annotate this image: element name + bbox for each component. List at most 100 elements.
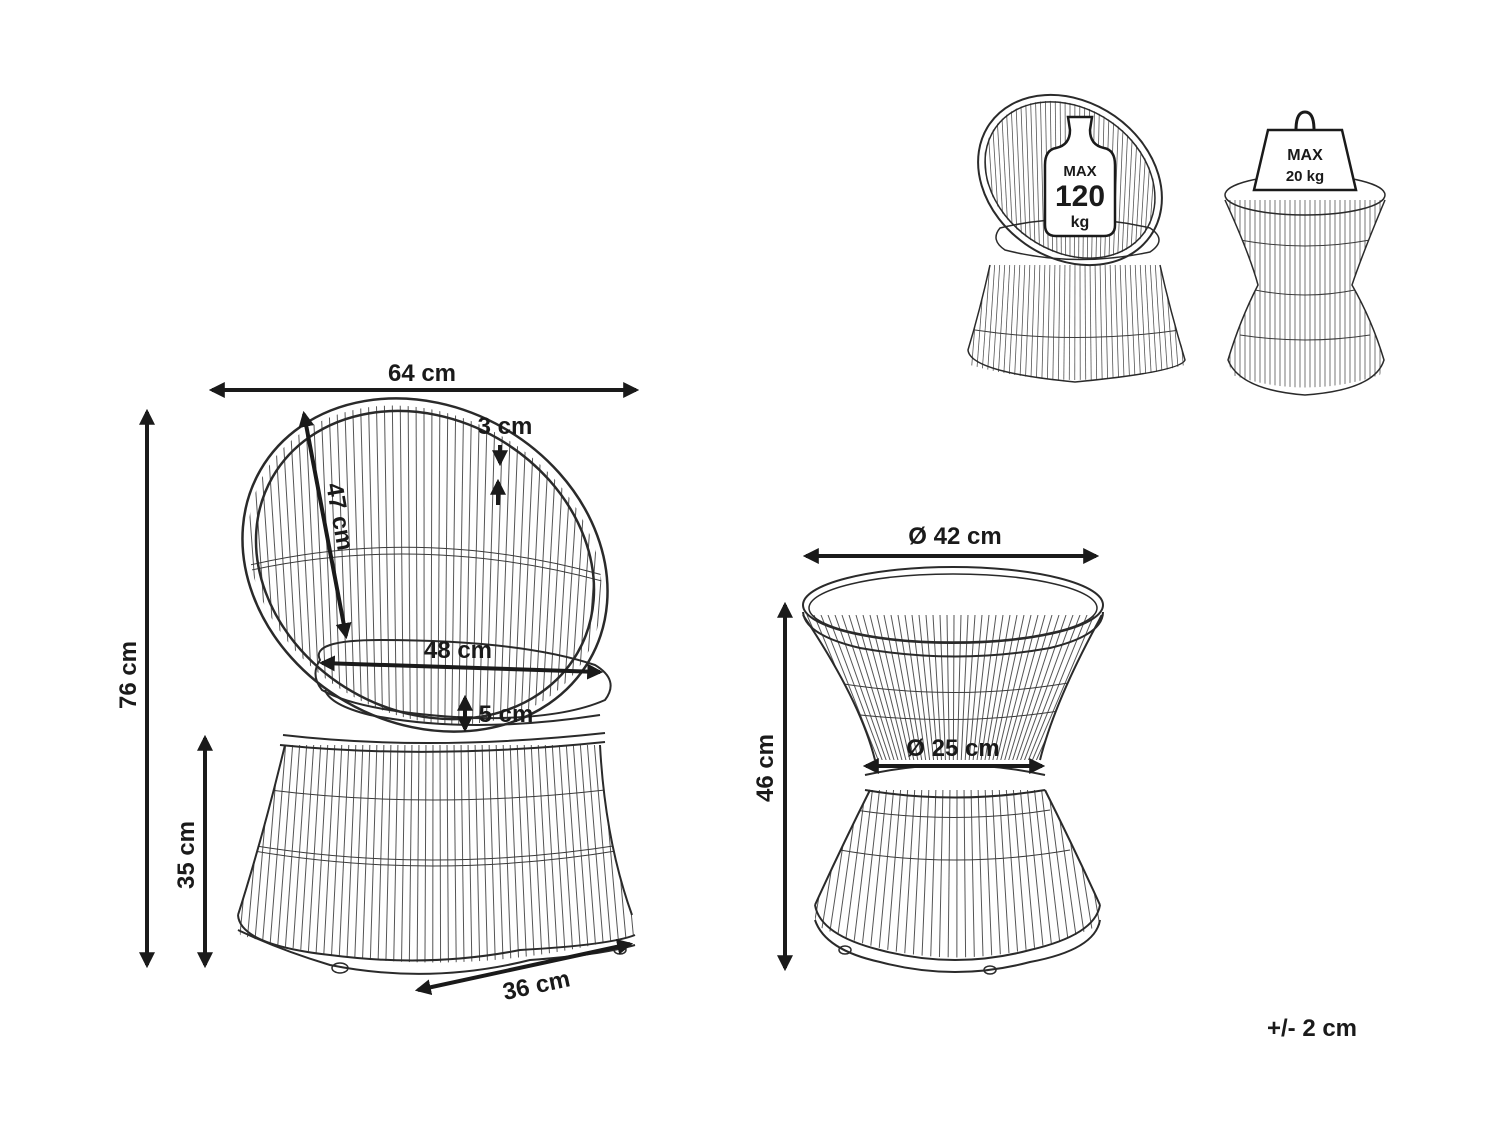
wicker-strand (959, 79, 977, 281)
wicker-strand (306, 745, 322, 963)
wicker-strand (593, 745, 614, 963)
wicker-strand (1068, 265, 1071, 380)
wicker-strand (271, 379, 296, 761)
wicker-strand (911, 615, 931, 760)
dimension-lines (139, 382, 1100, 996)
wicker-strand (1190, 260, 1201, 385)
wicker-strand (947, 790, 951, 958)
wicker-strand (964, 615, 976, 760)
wicker-strand (1040, 790, 1063, 958)
wicker-strand (970, 790, 975, 958)
wicker-strand (960, 615, 969, 760)
wicker-strand (952, 615, 955, 760)
wicker-strand (964, 79, 982, 281)
wicker-strand (484, 379, 497, 761)
wicker-strand (291, 745, 308, 963)
wicker-strand (393, 745, 399, 963)
wicker-strand (566, 379, 593, 761)
seat-width-arrow (318, 655, 604, 680)
wicker-strand (921, 790, 930, 958)
wicker-strand (968, 265, 976, 380)
wicker-strand (1124, 79, 1136, 281)
wicker-strand (391, 379, 398, 761)
wicker-strand (330, 745, 343, 963)
wicker-strand (1114, 265, 1120, 380)
small-table-drawing (1224, 174, 1386, 396)
wicker-strand (986, 265, 996, 380)
chair-base-wicker (205, 740, 635, 970)
wicker-strand (1022, 615, 1081, 760)
wicker-strand (1014, 615, 1067, 760)
wicker-strand (1149, 265, 1158, 380)
wicker-strand (450, 379, 457, 761)
wicker-strand (523, 745, 536, 963)
wicker-strand (1179, 265, 1185, 380)
wicker-strand (275, 745, 294, 963)
wicker-strand (1035, 265, 1041, 380)
wicker-strand (862, 615, 904, 760)
wicker-strand (516, 745, 528, 963)
wicker-strand (559, 379, 585, 761)
wicker-strand (1013, 265, 1021, 380)
wicker-strand (247, 379, 276, 761)
wicker-strand (820, 615, 881, 760)
wicker-strand (295, 379, 316, 761)
wicker-strand (815, 790, 832, 958)
wicker-strand (338, 745, 350, 963)
wicker-strand (1154, 265, 1164, 380)
wicker-strand (1124, 265, 1131, 380)
seat-width-label: 48 cm (424, 637, 492, 664)
wicker-strand (498, 379, 513, 761)
wicker-strand (369, 745, 378, 963)
wicker-strand (1012, 790, 1028, 958)
wicker-strand (773, 785, 810, 960)
wicker-strand (1104, 265, 1109, 380)
wicker-strand (437, 379, 441, 761)
chair-max-value: 120 (1055, 180, 1105, 213)
wicker-strand (474, 745, 481, 963)
wicker-strand (827, 615, 885, 760)
wicker-strand (1019, 790, 1037, 958)
wicker-strand (977, 790, 984, 958)
wicker-strand (207, 379, 242, 761)
wicker-strand (851, 790, 874, 958)
wicker-strand (1006, 615, 1053, 760)
wicker-strand (1159, 265, 1169, 380)
wicker-strand (1075, 790, 1100, 958)
table-max-label: MAX (1287, 147, 1323, 164)
wicker-strand (607, 379, 641, 761)
wicker-strand (954, 260, 965, 385)
wicker-strand (205, 740, 230, 970)
wicker-strand (375, 379, 384, 761)
wicker-strand (399, 379, 405, 761)
wicker-strand (932, 615, 943, 760)
tolerance-label: +/- 2 cm (1267, 1015, 1357, 1042)
wicker-strand (238, 745, 245, 963)
wicker-strand (855, 615, 900, 760)
wicker-strand (565, 745, 583, 963)
table-waist-label: Ø 25 cm (906, 735, 999, 762)
wicker-strand (975, 265, 986, 380)
wicker-strand (1082, 790, 1100, 958)
wicker-strand (1144, 265, 1153, 380)
wicker-strand (1134, 265, 1142, 380)
chair-max-label: MAX (1063, 163, 1096, 180)
wicker-strand (1099, 265, 1103, 380)
wicker-strand (969, 79, 986, 281)
wicker-strand (199, 379, 235, 761)
wicker-strand (1139, 265, 1147, 380)
wicker-strand (491, 379, 505, 761)
base-depth-arrow (414, 938, 634, 996)
wicker-strand (1057, 265, 1061, 380)
wicker-strand (1005, 790, 1019, 958)
wicker-strand (509, 745, 520, 963)
wicker-strand (1109, 265, 1114, 380)
wicker-strand (1119, 265, 1125, 380)
wicker-strand (946, 615, 950, 760)
wicker-strand (223, 379, 255, 761)
wicker-strand (1163, 79, 1181, 281)
table-max-load-badge: MAX 20 kg (1252, 110, 1358, 192)
wicker-strand (989, 79, 1003, 281)
wicker-strand (1137, 79, 1151, 281)
wicker-strand (1030, 265, 1036, 380)
